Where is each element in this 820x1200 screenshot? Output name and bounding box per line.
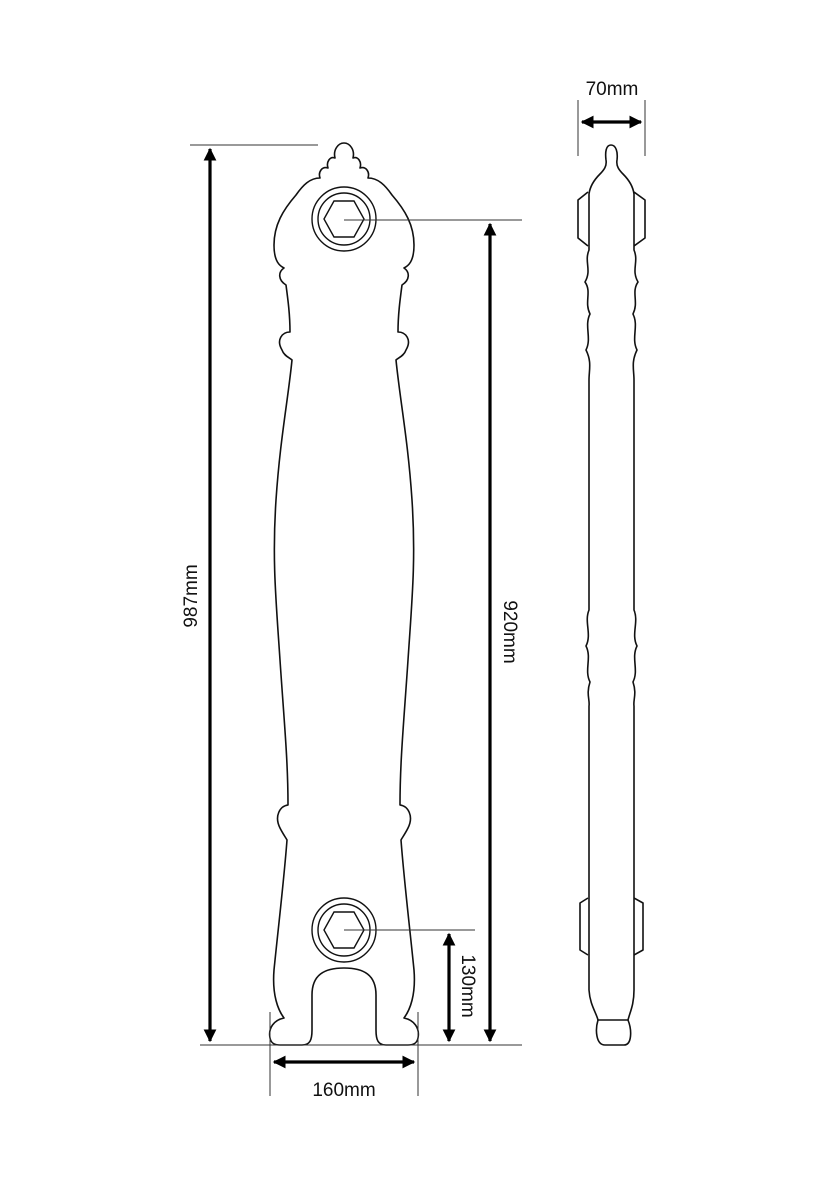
front-outline-right: [343, 142, 420, 1046]
top-hex-plug-icon: [311, 186, 377, 252]
bottom-height-label: 130mm: [457, 954, 478, 1017]
overall-height-label: 987mm: [181, 564, 202, 627]
front-outline-left: [268, 142, 345, 1046]
side-outline: [584, 144, 639, 1046]
depth-label: 70mm: [586, 79, 639, 100]
front-view: [268, 142, 420, 1046]
width-label: 160mm: [312, 1080, 375, 1101]
extension-lines: [190, 100, 646, 1096]
dimension-arrows: [203, 115, 643, 1069]
side-bottom-bracket: [579, 897, 644, 956]
side-top-bracket: [577, 191, 646, 247]
side-view: [577, 144, 646, 1046]
centre-distance-label: 920mm: [499, 600, 520, 663]
